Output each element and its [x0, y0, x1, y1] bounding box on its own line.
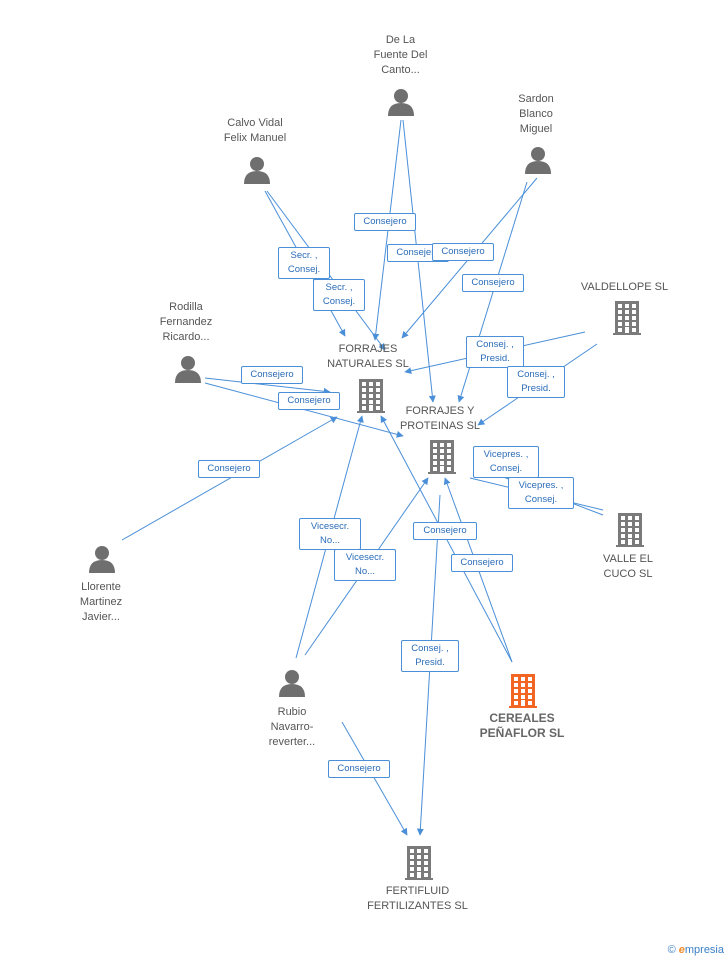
edge-label[interactable]: Consejero: [413, 522, 477, 540]
node-rubio-navarro-label[interactable]: Rubio Navarro- reverter...: [268, 706, 316, 748]
person-icon[interactable]: [279, 670, 305, 697]
building-icon[interactable]: [405, 846, 433, 880]
brand-logo-e: e: [678, 944, 685, 956]
edge-label[interactable]: Consej. , Presid.: [466, 336, 524, 368]
node-sardon-blanco-label[interactable]: Sardon Blanco Miguel: [518, 93, 554, 135]
edge-label[interactable]: Consejero: [241, 366, 303, 384]
empresia-footer: © empresia: [668, 944, 724, 956]
edge-label[interactable]: Secr. , Consej.: [313, 279, 365, 311]
icons-layer: [89, 89, 644, 880]
edge-label[interactable]: Vicepres. , Consej.: [508, 477, 574, 509]
building-icon[interactable]: [613, 301, 641, 335]
node-llorente-martinez-label[interactable]: Llorente Martinez Javier...: [79, 581, 123, 623]
building-icon[interactable]: [509, 674, 537, 708]
node-forrajes-proteinas-label[interactable]: FORRAJES Y PROTEINAS SL: [399, 405, 481, 432]
building-icon[interactable]: [428, 440, 456, 474]
building-icon[interactable]: [357, 379, 385, 413]
node-fertifluid-label[interactable]: FERTIFLUID FERTILIZANTES SL: [367, 885, 468, 912]
edge-label[interactable]: Vicesecr. No...: [299, 518, 361, 550]
building-icon[interactable]: [616, 513, 644, 547]
relationship-edge: [204, 377, 331, 395]
node-rodilla-fernandez-label[interactable]: Rodilla Fernandez Ricardo...: [159, 301, 213, 343]
node-forrajes-naturales-label[interactable]: FORRAJES NATURALES SL: [327, 343, 409, 370]
edge-label[interactable]: Consej. , Presid.: [507, 366, 565, 398]
node-calvo-vidal-label[interactable]: Calvo Vidal Felix Manuel: [223, 117, 287, 144]
brand-logo-text: mpresia: [684, 944, 724, 956]
edge-label[interactable]: Secr. , Consej.: [278, 247, 330, 279]
relationship-edge: [121, 416, 338, 541]
relationship-edge: [341, 721, 408, 836]
person-icon[interactable]: [244, 157, 270, 184]
node-cereales-penaflor-label[interactable]: CEREALES PEÑAFLOR SL: [479, 711, 565, 740]
edge-label[interactable]: Consejero: [354, 213, 416, 231]
person-icon[interactable]: [175, 356, 201, 383]
edge-label[interactable]: Vicesecr. No...: [334, 549, 396, 581]
node-valle-el-cuco-label[interactable]: VALLE EL CUCO SL: [603, 553, 653, 580]
edge-label[interactable]: Vicepres. , Consej.: [473, 446, 539, 478]
person-icon[interactable]: [525, 147, 551, 174]
edge-label[interactable]: Consej. , Presid.: [401, 640, 459, 672]
edge-label[interactable]: Consejero: [198, 460, 260, 478]
edge-label[interactable]: Consejero: [432, 243, 494, 261]
edge-label[interactable]: Consejero: [328, 760, 390, 778]
edge-label[interactable]: Consejero: [462, 274, 524, 292]
copyright-icon: ©: [667, 944, 676, 956]
edge-label[interactable]: Consejero: [451, 554, 513, 572]
edge-label[interactable]: Consejero: [278, 392, 340, 410]
node-de-la-fuente-label[interactable]: De La Fuente Del Canto...: [373, 34, 428, 76]
person-icon[interactable]: [388, 89, 414, 116]
node-valdellope-label[interactable]: VALDELLOPE SL: [580, 281, 669, 293]
person-icon[interactable]: [89, 546, 115, 573]
